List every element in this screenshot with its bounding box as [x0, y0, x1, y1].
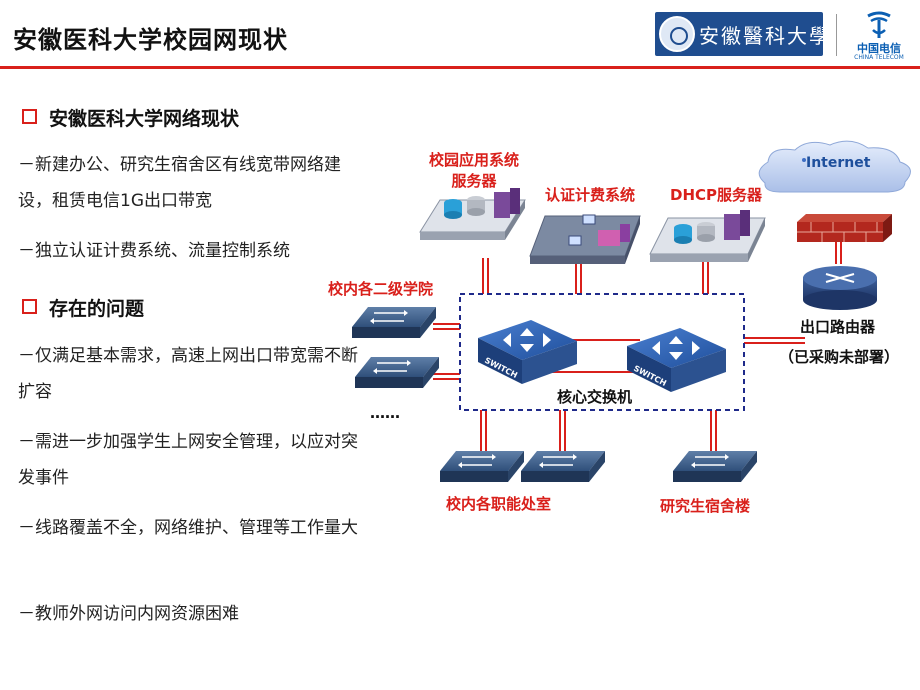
section1-heading-text: 安徽医科大学网络现状	[49, 108, 240, 130]
internet-label: Internet	[806, 155, 871, 171]
university-seal-icon	[659, 16, 695, 52]
dorm-switch-icon	[673, 451, 757, 482]
auth-billing-system	[529, 214, 641, 264]
telecom-emblem-icon	[867, 11, 891, 38]
app-server-label: 校园应用系统 服务器	[417, 149, 531, 191]
office-switch-icon	[440, 451, 524, 482]
router-note: （已采购未部署）	[778, 348, 899, 366]
access-switches	[352, 307, 757, 482]
bullet-item: －教师外网访问内网资源困难	[18, 604, 239, 624]
china-telecom-logo: 中国电信 CHINA TELECOM	[846, 10, 912, 62]
network-links	[433, 240, 842, 455]
section2-heading-text: 存在的问题	[49, 298, 145, 320]
logo-divider	[836, 14, 837, 56]
bullet-item: －仅满足基本需求，高速上网出口带宽需不断扩容	[18, 346, 358, 402]
bullet-item: －新建办公、研究生宿舍区有线宽带网络建设，租赁电信1G出口带宽	[18, 155, 341, 211]
core-switch-2: SWITCH	[627, 328, 726, 392]
section1-heading: 安徽医科大学网络现状	[22, 104, 239, 131]
page-title: 安徽医科大学校园网现状	[13, 26, 288, 54]
university-logo-text: 安徽醫科大學	[699, 24, 831, 48]
auth-billing-label: 认证计费系统	[545, 186, 636, 204]
red-square-bullet-icon	[22, 109, 37, 124]
section2-heading: 存在的问题	[22, 294, 144, 321]
telecom-name-cn: 中国电信	[857, 42, 901, 55]
firewall-icon	[797, 214, 892, 242]
core-switch-zone	[459, 293, 745, 411]
colleges-label: 校内各二级学院	[328, 280, 434, 298]
internet-cloud-icon	[758, 140, 911, 193]
college-switch-icon	[355, 357, 439, 388]
app-server-rack	[419, 188, 526, 240]
dorm-label: 研究生宿舍楼	[660, 497, 751, 515]
title-underline	[0, 66, 920, 69]
dhcp-server-label: DHCP服务器	[670, 186, 763, 204]
dhcp-server-rack	[649, 210, 766, 262]
bullet-item: －线路覆盖不全，网络维护、管理等工作量大	[18, 518, 358, 538]
app-server-label-line2: 服务器	[451, 172, 497, 190]
university-logo: 安徽醫科大學	[655, 12, 829, 56]
core-switch-1: SWITCH	[478, 320, 577, 384]
app-server-label-line1: 校园应用系统	[428, 151, 519, 169]
college-switch-icon	[352, 307, 436, 338]
bullet-item: －需进一步加强学生上网安全管理，以应对突发事件	[18, 432, 358, 488]
red-square-bullet-icon	[22, 299, 37, 314]
router-icon	[803, 266, 877, 310]
bullet-item: －独立认证计费系统、流量控制系统	[18, 241, 290, 261]
telecom-name-en: CHINA TELECOM	[854, 54, 904, 61]
office-switch-icon	[521, 451, 605, 482]
ellipsis-label: ……	[370, 404, 400, 422]
router-label: 出口路由器	[800, 318, 876, 336]
core-switch-label: 核心交换机	[557, 388, 633, 406]
offices-label: 校内各职能处室	[446, 495, 552, 513]
